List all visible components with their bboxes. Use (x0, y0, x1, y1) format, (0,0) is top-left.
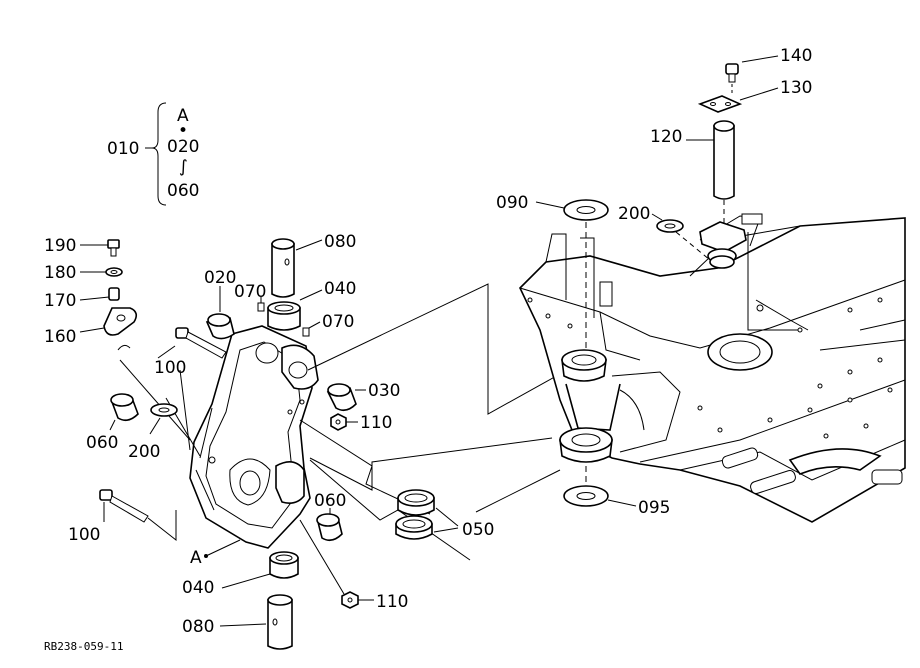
connection-lines (307, 283, 561, 513)
range-bracket-010: 010 A • 020 ∫ 060 (107, 102, 199, 206)
part-110-nut-lower: 110 (299, 519, 408, 612)
label-020: 020 (204, 268, 236, 288)
range-to-060: 060 (167, 181, 199, 201)
range-separator-tilde: ∫ (179, 157, 188, 177)
label-010: 010 (107, 139, 139, 159)
swing-bracket-body (189, 325, 319, 549)
label-100-b: 100 (68, 525, 100, 545)
part-040-collar-bottom: 040 (182, 551, 299, 598)
label-200-right: 200 (618, 204, 650, 224)
label-060-left: 060 (86, 433, 118, 453)
point-a-marker: A (190, 539, 241, 568)
part-060-bushing-left: 060 (86, 393, 139, 453)
part-140-bolt: 140 (725, 46, 812, 96)
drawing-code: RB238-059-11 (44, 640, 123, 653)
part-100-bolt-lower: 100 (68, 489, 149, 545)
label-200-left: 200 (128, 442, 160, 462)
label-050: 050 (462, 520, 494, 540)
part-095-washer: 095 (563, 466, 670, 518)
label-110-a: 110 (360, 413, 392, 433)
part-020-bushing: 020 (204, 268, 236, 340)
frame-swivel-hub (559, 349, 681, 463)
part-080-pin-bottom: 080 (182, 594, 293, 650)
part-120-pin: 120 (650, 120, 747, 269)
part-180-washer: 180 (44, 263, 123, 283)
part-040-collar-top: 040 (267, 279, 356, 331)
part-090-washer: 090 (496, 193, 609, 350)
label-060-right: 060 (314, 491, 346, 511)
part-070-grease-nipple-b: 070 (302, 312, 354, 337)
part-200-washer-left: 200 (128, 403, 178, 462)
label-040-bottom: 040 (182, 578, 214, 598)
part-060-bushing-right: 060 (314, 491, 346, 542)
label-120: 120 (650, 127, 682, 147)
part-130-plate: 130 (697, 78, 812, 113)
part-160-plate: 160 (44, 307, 138, 351)
label-090: 090 (496, 193, 528, 213)
label-030: 030 (368, 381, 400, 401)
part-030-bushing: 030 (326, 381, 400, 412)
part-050-seals: 050 (395, 489, 494, 540)
part-190-bolt: 190 (44, 236, 120, 257)
range-from-020: 020 (167, 137, 199, 157)
main-frame (519, 213, 906, 523)
label-190: 190 (44, 236, 76, 256)
label-070-b: 070 (322, 312, 354, 332)
part-110-nut-upper: 110 (330, 413, 392, 433)
label-160: 160 (44, 327, 76, 347)
label-100-a: 100 (154, 358, 186, 378)
part-100-bolt-upper: 100 (154, 327, 227, 378)
label-140: 140 (780, 46, 812, 66)
label-110-b: 110 (376, 592, 408, 612)
label-070-a: 070 (234, 282, 266, 302)
range-start-a: A (177, 106, 189, 126)
part-170-spacer: 170 (44, 287, 120, 311)
range-separator-dot: • (178, 121, 188, 141)
label-080-bottom: 080 (182, 617, 214, 637)
label-040-top: 040 (324, 279, 356, 299)
part-070-grease-nipple-a: 070 (234, 282, 266, 312)
part-080-pin-top: 080 (271, 232, 356, 298)
label-080-top: 080 (324, 232, 356, 252)
label-point-a: A (190, 548, 202, 568)
label-130: 130 (780, 78, 812, 98)
label-170: 170 (44, 291, 76, 311)
label-095: 095 (638, 498, 670, 518)
label-180: 180 (44, 263, 76, 283)
part-200-washer-right: 200 (618, 204, 711, 261)
